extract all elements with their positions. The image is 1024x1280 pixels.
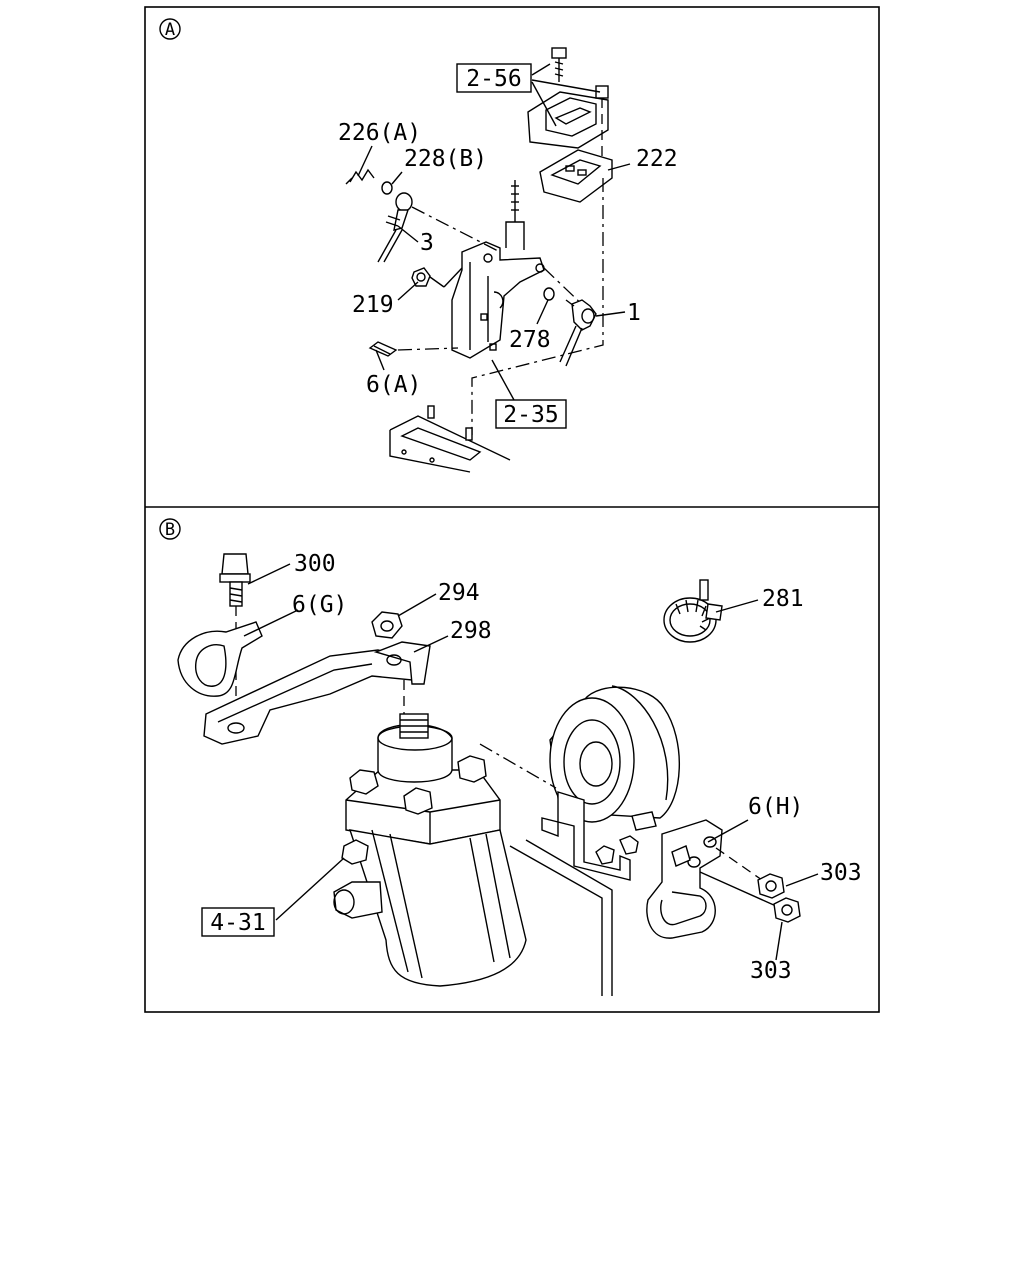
dash-line-cable-3 (411, 206, 501, 253)
diagram-frame (144, 6, 880, 1013)
dash-line-6a (397, 347, 459, 351)
top-bracket-2-56 (527, 85, 609, 165)
bracket-body-2-35 (451, 180, 545, 359)
callout-278: 278 (509, 327, 551, 353)
ref-2-56: 2-56 (466, 66, 521, 92)
callout-303-upper: 303 (820, 860, 862, 886)
washer-228b (381, 181, 393, 195)
callout-281: 281 (762, 586, 804, 612)
nut-303-lower (773, 897, 801, 923)
section-b-marker-circle (159, 518, 181, 540)
hose-clamp-281 (663, 579, 723, 643)
bolt-300 (219, 553, 251, 607)
nut-294 (371, 611, 403, 639)
ref-4-31: 4-31 (210, 910, 265, 936)
clip-226a (345, 168, 375, 185)
callout-228b: 228(B) (404, 146, 487, 172)
callout-300: 300 (294, 551, 336, 577)
section-b-marker: B (165, 520, 175, 540)
dash-line-278 (543, 267, 591, 313)
section-b: B (159, 518, 862, 996)
callout-226a: 226(A) (338, 120, 421, 146)
bracket-6g (177, 621, 421, 745)
nut-219 (411, 267, 431, 287)
plate-222 (539, 149, 613, 203)
section-a-marker: A (165, 20, 175, 40)
dash-line-222-down (471, 178, 604, 435)
pipe-lines (509, 845, 603, 996)
callout-298: 298 (450, 618, 492, 644)
top-bolt (551, 47, 567, 82)
ref-box-2-35 (495, 399, 567, 429)
pump-pulley (541, 685, 680, 881)
bracket-298 (373, 641, 431, 685)
cable-1 (559, 299, 597, 367)
callout-222: 222 (636, 146, 678, 172)
callout-219: 219 (352, 292, 394, 318)
callout-3: 3 (420, 230, 434, 256)
callout-6a: 6(A) (366, 372, 421, 398)
section-a: A (159, 18, 678, 473)
cable-3 (377, 192, 413, 263)
clamp-6h (646, 819, 723, 939)
callout-294: 294 (438, 580, 480, 606)
callout-6h: 6(H) (748, 794, 803, 820)
callout-6g: 6(G) (292, 592, 347, 618)
clip-6a (368, 341, 398, 357)
nut-303-upper (757, 873, 785, 899)
base-panel (389, 405, 511, 473)
ref-2-35: 2-35 (503, 402, 558, 428)
callout-1: 1 (627, 300, 641, 326)
callout-303-lower: 303 (750, 958, 792, 984)
ref-box-2-56 (456, 63, 532, 93)
assembly-4-31 (333, 713, 527, 987)
section-a-marker-circle (159, 18, 181, 40)
washer-278 (543, 287, 555, 301)
ref-box-4-31 (201, 907, 275, 937)
